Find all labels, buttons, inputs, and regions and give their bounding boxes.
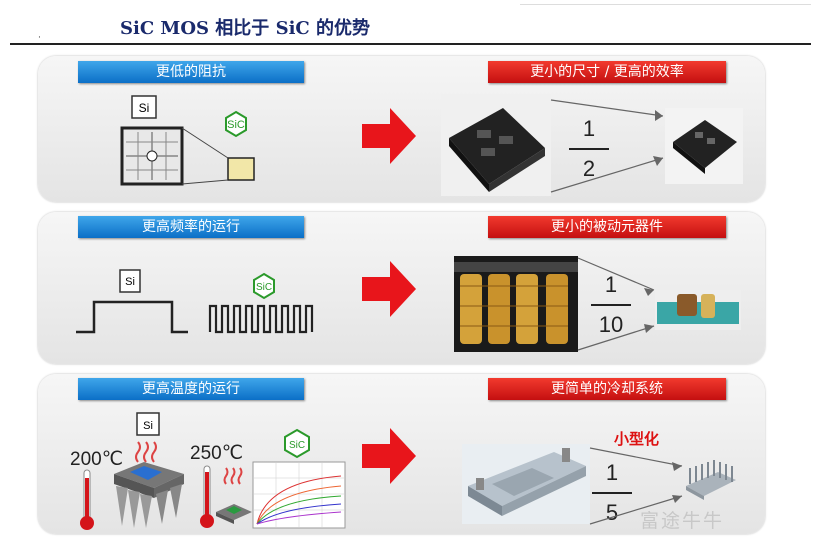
miniaturize-label: 小型化 bbox=[614, 430, 660, 448]
top-line bbox=[520, 4, 811, 5]
label-smaller-passives: 更小的被动元器件 bbox=[488, 216, 726, 238]
ratio-numerator: 1 bbox=[605, 460, 619, 485]
power-module-small-photo bbox=[665, 108, 743, 184]
label-low-resistance: 更低的阻抗 bbox=[78, 61, 304, 83]
power-module-large-photo bbox=[441, 94, 551, 196]
thermometer-icon bbox=[80, 469, 94, 530]
label-high-temperature: 更高温度的运行 bbox=[78, 378, 304, 400]
ratio-denominator: 2 bbox=[582, 156, 596, 181]
ratio-half: 1 2 bbox=[569, 116, 609, 182]
arrow-right-icon bbox=[362, 261, 416, 317]
arrow-right-icon bbox=[362, 108, 416, 164]
page-title: SiC MOS 相比于 SiC 的优势 bbox=[120, 18, 370, 39]
si-chip-label-2: Si bbox=[125, 276, 135, 288]
title-rule bbox=[10, 43, 811, 45]
arrow-right-icon bbox=[362, 428, 416, 484]
sic-chip-label-2: SiC bbox=[256, 282, 272, 293]
label-high-frequency: 更高频率的运行 bbox=[78, 216, 304, 238]
thermometer-icon bbox=[200, 465, 214, 528]
ratio-denominator: 10 bbox=[598, 312, 624, 337]
sic-temperature: 250℃ bbox=[190, 443, 244, 464]
inductor-small-photo bbox=[655, 290, 741, 330]
heatsink-small-photo bbox=[686, 460, 736, 500]
si-chip-label-3: Si bbox=[143, 420, 153, 432]
switching-waveform-diagram: Si SiC bbox=[76, 269, 314, 334]
si-heatsink-diagram bbox=[114, 441, 184, 528]
sic-heatsink-diagram bbox=[216, 467, 252, 524]
label-smaller-size: 更小的尺寸 / 更高的效率 bbox=[488, 61, 726, 83]
sic-chip-icon: SiC bbox=[284, 428, 310, 459]
si-chip-icon: Si bbox=[136, 412, 160, 436]
ratio-numerator: 1 bbox=[604, 272, 618, 297]
sic-chip-label-3: SiC bbox=[289, 440, 305, 451]
corner-mark: · bbox=[38, 33, 41, 43]
shrink-lines bbox=[577, 257, 655, 351]
label-simpler-cooling: 更简单的冷却系统 bbox=[488, 378, 726, 400]
si-temperature: 200℃ bbox=[70, 449, 124, 470]
shrink-lines bbox=[589, 447, 683, 525]
ratio-numerator: 1 bbox=[582, 116, 596, 141]
inductor-large-photo bbox=[454, 256, 578, 352]
watermark: 富途牛牛 bbox=[640, 510, 725, 532]
temperature-curve-plot bbox=[252, 461, 346, 529]
shrink-lines bbox=[550, 99, 664, 193]
si-chip-label: Si bbox=[139, 101, 150, 115]
cold-plate-photo bbox=[462, 444, 590, 524]
sic-chip-label: SiC bbox=[227, 119, 245, 131]
si-sic-die-diagram: Si SiC bbox=[120, 95, 255, 186]
ratio-tenth: 1 10 bbox=[591, 272, 631, 338]
